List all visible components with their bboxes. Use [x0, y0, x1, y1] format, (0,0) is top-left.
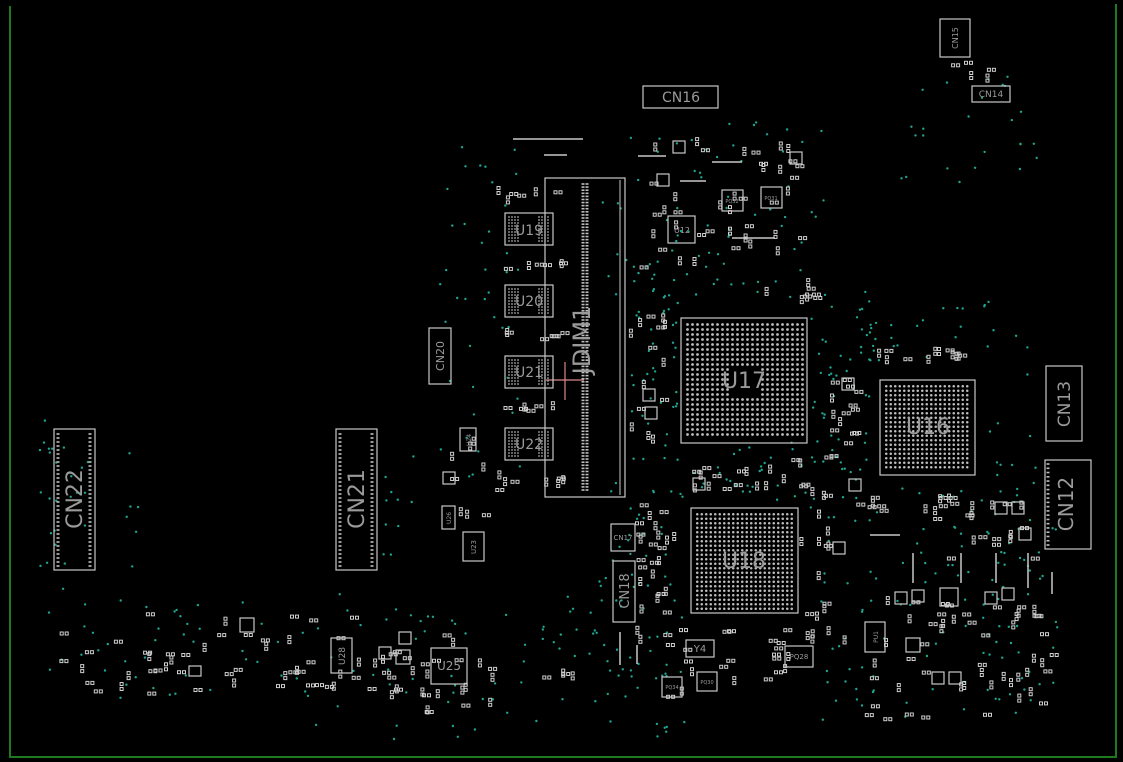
- label-u19: U19: [515, 223, 543, 239]
- memory-chip-u21[interactable]: U21: [504, 355, 554, 389]
- label-u21: U21: [515, 365, 543, 381]
- connector-cn14[interactable]: CN14: [971, 85, 1011, 103]
- label-u25: U25: [437, 659, 461, 673]
- regulator-pu1[interactable]: PU1: [864, 621, 886, 653]
- label-cn16: CN16: [662, 90, 700, 106]
- dimm-slot-jdim1[interactable]: JDIM1: [544, 177, 626, 498]
- bga-chip-u16[interactable]: U16: [879, 379, 976, 476]
- board-outline: [9, 4, 1117, 758]
- small-components: [188, 140, 1032, 685]
- memory-chip-u19[interactable]: U19: [504, 212, 554, 246]
- connector-cn13[interactable]: CN13: [1045, 365, 1083, 442]
- label-pq28: PQ28: [790, 653, 809, 661]
- silkscreen-lines: [513, 138, 1053, 665]
- connector-cn15[interactable]: CN15: [939, 18, 971, 58]
- connector-cn21[interactable]: CN21: [335, 428, 378, 571]
- connector-cn18[interactable]: CN18: [612, 560, 636, 623]
- label-u23: U23: [470, 540, 478, 554]
- passive-pad-layer: [59, 60, 1059, 722]
- chip-u25[interactable]: U25: [430, 647, 468, 685]
- chip-u23[interactable]: U23: [462, 531, 485, 562]
- connector-cn16[interactable]: CN16: [642, 85, 719, 109]
- label-cn13: CN13: [1055, 381, 1075, 427]
- label-u20: U20: [515, 294, 543, 310]
- crystal-y4[interactable]: Y4: [685, 639, 715, 658]
- label-cn21: CN21: [345, 469, 370, 529]
- label-cn20: CN20: [434, 341, 447, 371]
- label-y4: Y4: [693, 644, 706, 655]
- label-u18: U18: [722, 549, 766, 574]
- label-pq30: PQ30: [700, 680, 713, 686]
- via-layer: [38, 75, 1059, 741]
- chip-u24[interactable]: U24: [459, 427, 477, 452]
- transistor-pq30[interactable]: PQ30: [696, 671, 718, 692]
- connector-cn20[interactable]: CN20: [428, 327, 452, 385]
- memory-chip-u20[interactable]: U20: [504, 284, 554, 318]
- bga-chip-u18[interactable]: U18: [690, 507, 799, 614]
- connector-cn22[interactable]: CN22: [53, 428, 96, 571]
- transistor-pq28[interactable]: PQ28: [784, 645, 814, 668]
- label-cn12: CN12: [1054, 477, 1078, 531]
- chip-u26[interactable]: U26: [441, 505, 456, 530]
- label-cn17: CN17: [613, 534, 632, 542]
- connector-cn12[interactable]: CN12: [1044, 459, 1092, 550]
- label-u12: U12: [674, 226, 690, 235]
- label-cn18: CN18: [618, 573, 633, 608]
- bga-chip-u17[interactable]: U17: [680, 317, 808, 444]
- label-pu1: PU1: [873, 631, 880, 643]
- label-cn22: CN22: [63, 469, 88, 529]
- label-u24: U24: [466, 434, 473, 446]
- label-pq31: PQ31: [764, 196, 777, 202]
- label-u17: U17: [722, 369, 766, 394]
- memory-chip-u22[interactable]: U22: [504, 427, 554, 461]
- label-cn15: CN15: [951, 27, 960, 49]
- label-u28: U28: [338, 647, 348, 665]
- label-cn14: CN14: [979, 90, 1004, 100]
- label-u26: U26: [446, 512, 453, 524]
- label-u22: U22: [515, 437, 543, 453]
- label-jdim1: JDIM1: [568, 306, 596, 377]
- transistor-pq31[interactable]: PQ31: [760, 186, 783, 209]
- transistor-pq34[interactable]: PQ34: [661, 676, 683, 698]
- connector-cn17[interactable]: CN17: [610, 523, 636, 552]
- transistor-pq32[interactable]: PQ32: [721, 189, 744, 212]
- label-u16: U16: [906, 415, 950, 440]
- chip-u12[interactable]: U12: [667, 215, 696, 244]
- label-pq34: PQ34: [665, 685, 678, 691]
- chip-u28[interactable]: U28: [330, 637, 353, 674]
- label-pq32: PQ32: [725, 199, 738, 205]
